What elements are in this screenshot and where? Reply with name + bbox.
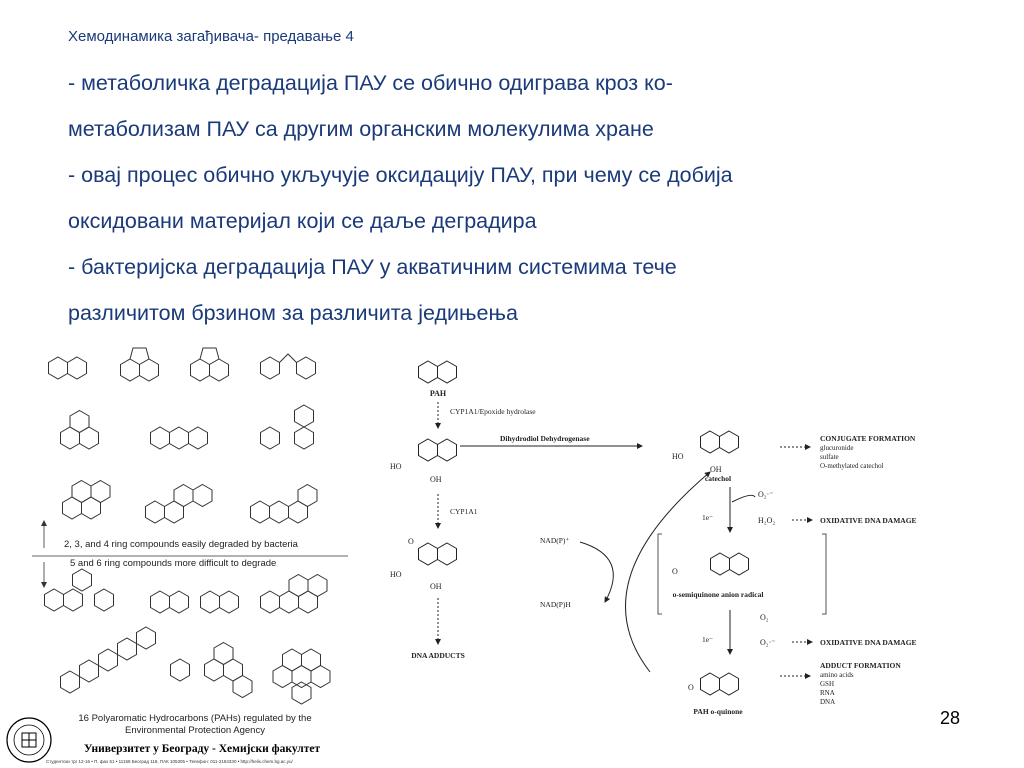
benzanthracene-structure xyxy=(250,484,318,524)
figure-caption-line2: Environmental Protection Agency xyxy=(125,725,265,736)
benzo-k-fluoranthene-structure xyxy=(150,590,239,614)
one-electron-label-2: 1e⁻ xyxy=(702,635,713,644)
pah-structures-figure: 2, 3, and 4 ring compounds easily degrad… xyxy=(32,347,348,736)
chrysene-structure xyxy=(145,484,213,524)
dibenzanthracene-structure xyxy=(60,626,156,694)
superoxide-label: O₂·⁻ xyxy=(758,490,773,499)
bullet-line: метаболизам ПАУ са другим органским моле… xyxy=(68,117,654,141)
semiquinone-label: o-semiquinone anion radical xyxy=(673,590,764,599)
conjugate-item: O-methylated catechol xyxy=(820,462,884,470)
fluoranthene-structure xyxy=(260,404,314,450)
diol-epoxide-structure xyxy=(418,542,457,566)
quinone-label: PAH o-quinone xyxy=(693,707,743,716)
catechol-structure xyxy=(700,430,739,454)
step2-enzyme-label: CYP1A1 xyxy=(450,507,478,516)
pah-metabolism-pathway: PAH CYP1A1/Epoxide hydrolase HO OH Dihyd… xyxy=(390,360,917,716)
ho-label-2: HO xyxy=(390,570,402,579)
adduct-item: DNA xyxy=(820,698,835,706)
catechol-oh-label: OH xyxy=(710,465,722,474)
adduct-formation-label: ADDUCT FORMATION xyxy=(820,661,901,670)
semiquinone-o-label: O xyxy=(672,567,678,576)
adduct-item: RNA xyxy=(820,689,835,697)
fluorene-structure xyxy=(260,353,316,380)
university-address: Студентски трг 12-16 • П. фах 51 • 11158… xyxy=(46,759,293,764)
acenaphthene-structure xyxy=(190,347,229,382)
acenaphthylene-structure xyxy=(120,347,159,382)
quinone-o-label: O xyxy=(688,683,694,692)
oh-label: OH xyxy=(430,475,442,484)
bullet-list: - метаболичка деградација ПАУ се обично … xyxy=(68,60,988,336)
step1-enzyme-label: CYP1A1/Epoxide hydrolase xyxy=(450,407,536,416)
oxidative-damage-label-1: OXIDATIVE DNA DAMAGE xyxy=(820,516,917,525)
figure-caption-line1: 16 Polyaromatic Hydrocarbons (PAHs) regu… xyxy=(78,713,311,724)
catechol-ho-label: HO xyxy=(672,452,684,461)
slide-header: Хемодинамика загађивача- предавање 4 xyxy=(68,28,354,45)
superoxide-label-2: O₂·⁻ xyxy=(760,638,775,647)
easy-degradation-label: 2, 3, and 4 ring compounds easily degrad… xyxy=(64,539,299,550)
pah-label: PAH xyxy=(430,389,447,398)
bullet-line: различитом брзином за различита једињења xyxy=(68,301,518,325)
dna-adducts-label: DNA ADDUCTS xyxy=(411,651,465,660)
one-electron-label: 1e⁻ xyxy=(702,513,713,522)
benzo-a-pyrene-structure xyxy=(260,574,328,614)
university-name: Универзитет у Београду - Хемијски факулт… xyxy=(84,743,321,755)
page-number: 28 xyxy=(940,708,961,728)
h2o2-label: H₂O₂ xyxy=(758,516,775,525)
pah-structure xyxy=(418,360,457,384)
conjugate-item: glucuronide xyxy=(820,444,853,452)
indenopyrene-structure xyxy=(170,642,253,698)
dihydrodiol-structure xyxy=(418,438,457,462)
hard-degradation-label: 5 and 6 ring compounds more difficult to… xyxy=(70,558,276,569)
catechol-label: catechol xyxy=(705,474,731,483)
bullet-line: - метаболичка деградација ПАУ се обично … xyxy=(68,71,673,95)
adduct-item: amino acids xyxy=(820,671,854,679)
nadph-label: NAD(P)H xyxy=(540,600,571,609)
pyrene-structure xyxy=(62,480,111,520)
semiquinone-structure xyxy=(710,552,749,576)
bullet-line: - овај процес обично укључује оксидацију… xyxy=(68,163,733,187)
naphthalene-structure xyxy=(48,356,87,380)
nadp-plus-label: NAD(P)⁺ xyxy=(540,536,569,545)
bullet-line: - бактеријска деградација ПАУ у акватичн… xyxy=(68,255,677,279)
conjugate-item: sulfate xyxy=(820,453,839,461)
dehydrogenase-label: Dihydrodiol Dehydrogenase xyxy=(500,434,590,443)
epoxide-o-label: O xyxy=(408,537,414,546)
bullet-line: оксидовани материјал који се даље деград… xyxy=(68,209,537,233)
university-logo xyxy=(6,717,52,763)
adduct-item: GSH xyxy=(820,680,834,688)
quinone-structure xyxy=(700,672,739,696)
phenanthrene-structure xyxy=(60,410,99,450)
conjugate-formation-label: CONJUGATE FORMATION xyxy=(820,434,916,443)
oxidative-damage-label-2: OXIDATIVE DNA DAMAGE xyxy=(820,638,917,647)
benzo-b-fluoranthene-structure xyxy=(44,568,114,612)
anthracene-structure xyxy=(150,426,208,450)
oh-label-2: OH xyxy=(430,582,442,591)
benzo-ghi-perylene-structure xyxy=(272,648,331,705)
ho-label: HO xyxy=(390,462,402,471)
oxygen-label: O₂ xyxy=(760,613,769,622)
